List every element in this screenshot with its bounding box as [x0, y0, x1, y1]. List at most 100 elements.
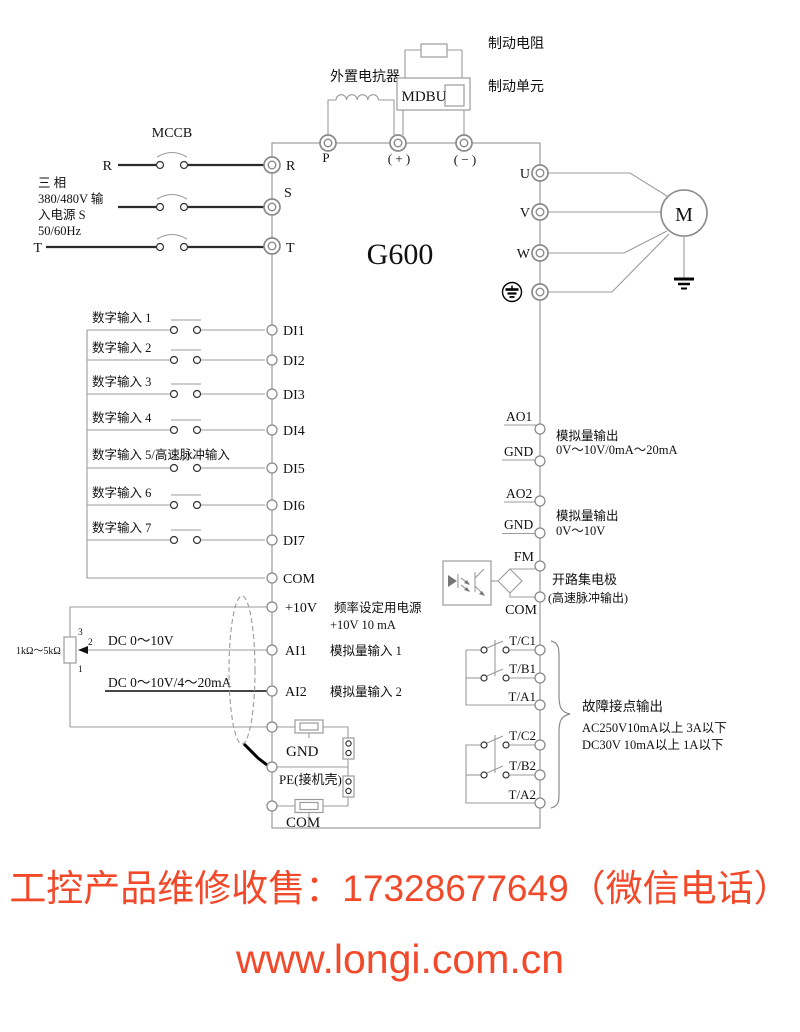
motor-output-wires — [546, 172, 670, 293]
terminal-ai2-desc: 模拟量输入 2 — [330, 684, 402, 699]
relay-terminal-labels: T/C1 T/B1 T/A1 T/C2 T/B2 T/A2 — [509, 633, 536, 802]
svg-text:T/B1: T/B1 — [509, 661, 536, 676]
terminal-t — [263, 237, 281, 255]
svg-text:数字输入 2: 数字输入 2 — [92, 340, 151, 355]
website-link[interactable]: www.longi.com.cn — [235, 936, 565, 982]
digital-input-terminals — [266, 324, 278, 584]
ao2-desc1: 模拟量输出 — [556, 508, 619, 523]
reactor-label: 外置电抗器 — [330, 69, 400, 85]
fm-desc1: 开路集电极 — [552, 572, 617, 587]
analog-output-stubs — [502, 424, 536, 535]
ao1-desc1: 模拟量输出 — [556, 428, 619, 443]
terminal-ai2-label: AI2 — [285, 685, 307, 700]
analog-left-terminals — [266, 601, 278, 812]
analog-output-terminals — [534, 423, 546, 539]
di7-switch — [87, 529, 265, 545]
motor-label: M — [675, 204, 693, 226]
svg-text:数字输入 5/高速脉冲输入: 数字输入 5/高速脉冲输入 — [92, 447, 230, 462]
di6-switch — [87, 494, 265, 510]
terminal-ao2-label: AO2 — [506, 486, 532, 501]
digital-input-rows — [87, 319, 265, 545]
svg-text:DI2: DI2 — [283, 354, 305, 369]
svg-text:T/C1: T/C1 — [509, 633, 536, 648]
terminal-ao1-label: AO1 — [506, 409, 532, 424]
shield-drain-wire — [242, 742, 268, 767]
terminal-ai1-label: AI1 — [285, 644, 307, 659]
braking-unit-circuit — [396, 43, 471, 135]
terminal-w — [531, 244, 549, 262]
relay-desc1: 故障接点输出 — [582, 698, 663, 714]
inverter-model: G600 — [367, 238, 434, 271]
potentiometer-circuit — [63, 606, 267, 728]
svg-text:DI5: DI5 — [283, 462, 305, 477]
digital-input-labels: 数字输入 1 数字输入 2 数字输入 3 数字输入 4 数字输入 5/高速脉冲输… — [92, 310, 230, 535]
relay-desc3: DC30V 10mA以上 1A以下 — [582, 738, 723, 752]
phase-t-source-label: T — [33, 241, 42, 256]
pot-value-label: 1kΩ～5kΩ — [16, 646, 61, 657]
svg-text:DI3: DI3 — [283, 388, 305, 403]
terminal-p-label: P — [322, 150, 329, 165]
optocoupler — [442, 560, 492, 606]
terminal-t-label: T — [286, 241, 295, 256]
ai1-signal-label: DC 0～10V — [108, 633, 174, 648]
protective-earth-icon — [501, 281, 523, 303]
di3-switch — [87, 383, 265, 399]
terminal-minus-label: ( − ) — [454, 152, 477, 167]
relay-group-brace — [550, 640, 571, 809]
terminal-w-label: W — [517, 247, 531, 262]
svg-text:数字输入 7: 数字输入 7 — [92, 520, 151, 535]
relay-2 — [465, 735, 535, 804]
terminal-10v-label: +10V — [285, 601, 317, 616]
terminal-10v-desc1: 频率设定用电源 — [334, 600, 422, 615]
mccb-breaker-s — [118, 193, 264, 212]
svg-text:数字输入 1: 数字输入 1 — [92, 310, 151, 325]
mccb-label: MCCB — [152, 126, 192, 141]
terminal-plus-label: ( + ) — [388, 151, 411, 166]
phase-r-source-label: R — [103, 159, 113, 174]
svg-text:数字输入 4: 数字输入 4 — [92, 410, 152, 425]
ao2-desc2: 0V～10V — [556, 524, 605, 538]
svg-text:T/B2: T/B2 — [509, 758, 536, 773]
shielded-cable — [228, 595, 256, 745]
gnd-pe-com-filter-network — [277, 719, 355, 817]
terminal-ai1-desc: 模拟量输入 1 — [330, 643, 402, 658]
terminal-com2-label: COM — [286, 815, 320, 831]
relay-1 — [465, 640, 535, 706]
svg-text:DI6: DI6 — [283, 499, 305, 514]
svg-text:三 相: 三 相 — [38, 176, 66, 190]
di4-switch — [87, 419, 265, 435]
terminal-pe-ground — [531, 283, 549, 301]
terminal-fm-label: FM — [514, 550, 535, 565]
svg-text:T/A2: T/A2 — [509, 787, 536, 802]
terminal-dc-plus — [389, 134, 407, 152]
terminal-ao1-gnd-label: GND — [504, 444, 533, 459]
ao1-desc2: 0V～10V/0mA～20mA — [556, 443, 678, 457]
terminal-r — [263, 156, 281, 174]
svg-text:T/C2: T/C2 — [509, 728, 536, 743]
terminal-v-label: V — [520, 206, 530, 221]
digital-input-common-bus — [86, 330, 265, 579]
terminal-u-label: U — [520, 167, 530, 182]
svg-text:DI7: DI7 — [283, 534, 305, 549]
external-reactor-circuit — [327, 94, 395, 135]
braking-unit-box-label: MDBU — [401, 89, 446, 105]
pot-pin1-label: 1 — [78, 665, 83, 675]
terminal-dc-minus — [455, 134, 473, 152]
terminal-v — [531, 203, 549, 221]
svg-text:入电源 S: 入电源 S — [38, 208, 86, 222]
pot-pin3-label: 3 — [78, 628, 83, 638]
terminal-r-label: R — [286, 159, 296, 174]
terminal-gnd-label: GND — [286, 744, 319, 760]
terminal-fm-com-label: COM — [505, 603, 537, 618]
svg-text:50/60Hz: 50/60Hz — [38, 224, 82, 238]
terminal-s — [263, 198, 281, 216]
svg-text:DI4: DI4 — [283, 424, 305, 439]
svg-text:COM: COM — [283, 572, 315, 587]
contact-banner: 工控产品维修收售：17328677649（微信电话） — [9, 868, 791, 909]
braking-unit-label: 制动单元 — [488, 79, 544, 95]
braking-resistor-label: 制动电阻 — [488, 36, 544, 52]
motor-ground-icon — [674, 236, 694, 290]
inverter-body-outline — [271, 142, 541, 829]
terminal-u — [531, 164, 549, 182]
